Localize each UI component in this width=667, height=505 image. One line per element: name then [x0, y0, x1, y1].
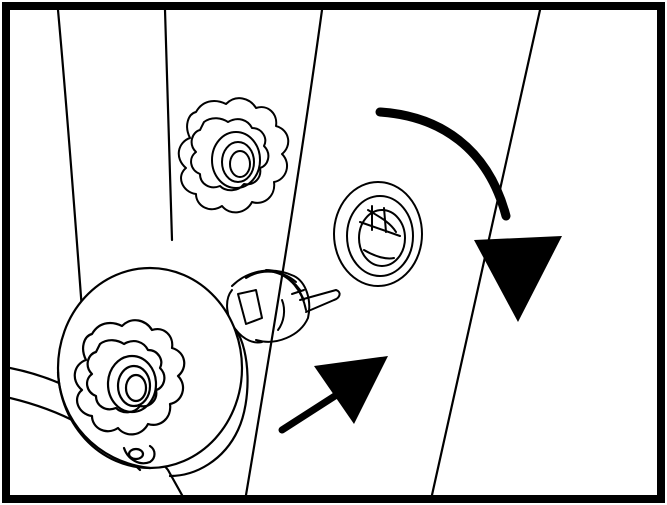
wall-nut: [179, 98, 288, 212]
wall-opening: [334, 182, 422, 286]
jet-fitting: [227, 270, 340, 343]
jet-cover: [58, 268, 248, 476]
rotate-clockwise-arrow-icon: [380, 112, 562, 322]
insert-arrow-icon: [282, 356, 388, 430]
